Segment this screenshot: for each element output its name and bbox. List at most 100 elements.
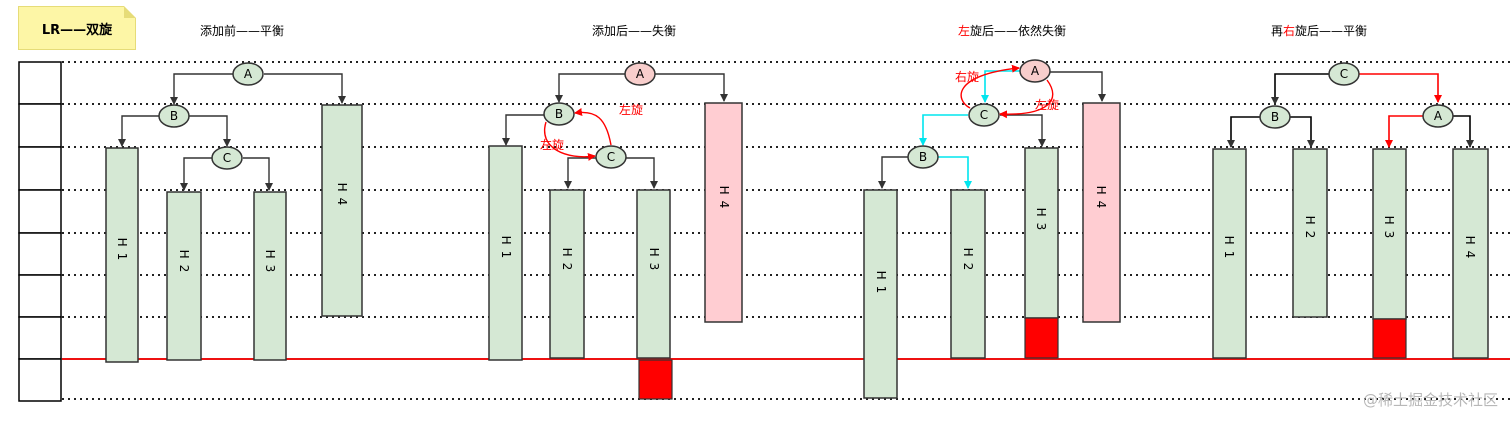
subtree-h2-label: H2 (1303, 216, 1317, 245)
panel-title-after-insert: 添加后——失衡 (592, 24, 677, 38)
node-a (1422, 104, 1454, 128)
edge-a-b (555, 73, 625, 103)
ruler-cell (18, 61, 62, 105)
node-a (232, 62, 264, 86)
edge-c-h2 (180, 157, 212, 191)
node-b-label: B (555, 107, 563, 121)
panel-before: A B C H1 H2 H3 H4 (105, 62, 363, 363)
subtree-h2 (1292, 148, 1328, 318)
subtree-h4-label: H4 (1094, 186, 1108, 215)
edge-a-h4 (1452, 115, 1474, 148)
subtree-h2 (549, 189, 585, 359)
subtree-h3-label: H3 (1382, 216, 1396, 245)
subtree-h4-label: H4 (717, 186, 731, 215)
node-c (1328, 62, 1360, 86)
subtree-h4 (1082, 102, 1121, 323)
panel-after-insert: A B C H1 H2 H3 H4 左旋 左旋 (488, 62, 743, 400)
node-c-label: C (607, 150, 615, 164)
title-note: LR——双旋 (18, 6, 136, 50)
added-node-block (638, 359, 673, 400)
node-a-label: A (636, 67, 645, 81)
edge-c-h2 (564, 157, 597, 189)
subtree-h4-label: H4 (335, 183, 349, 212)
node-b (158, 104, 190, 128)
subtree-h3 (253, 191, 287, 361)
subtree-h1-label: H1 (874, 271, 888, 300)
ruler-cell (18, 232, 62, 276)
panel-title-after-right-rotation: 再右旋后——平衡 (1271, 24, 1368, 38)
edge-c-h3 (1000, 114, 1046, 147)
edge-b-h2 (1289, 116, 1315, 148)
subtree-h3-label: H3 (1034, 208, 1048, 237)
edge-a-b (170, 73, 233, 105)
subtree-h4 (1452, 148, 1489, 359)
subtree-h2-label: H2 (560, 248, 574, 277)
edge-c-b (1271, 73, 1329, 105)
subtree-h2 (950, 189, 986, 359)
right-rotation-arrow (960, 64, 1020, 109)
node-c (211, 146, 243, 170)
subtree-h4 (321, 104, 363, 317)
subtree-h3-label: H3 (647, 248, 661, 277)
panel-after-left-rotation: A C B H1 H2 H3 H4 右旋 左旋 (863, 59, 1121, 399)
note-fold (124, 6, 136, 18)
node-b-label: B (919, 150, 927, 164)
ruler-cell (18, 146, 62, 191)
subtree-h1 (863, 189, 898, 399)
node-c-label: C (223, 151, 231, 165)
left-rotation-label: 左旋 (1035, 97, 1059, 112)
subtree-h1-label: H1 (1222, 236, 1236, 265)
moved-edge-a-h3 (1385, 115, 1423, 148)
subtree-h1 (488, 145, 523, 361)
left-rotation-arrow-up (574, 108, 612, 146)
node-b-label: B (170, 109, 178, 123)
node-a (624, 62, 656, 86)
panel-after-right-rotation: C B A H1 H2 H3 H4 (1212, 62, 1489, 359)
ruler-cell (18, 358, 62, 402)
right-rotation-label: 右旋 (955, 69, 979, 84)
node-c (968, 103, 1000, 127)
ruler-cell (18, 274, 62, 318)
edge-b-h1 (118, 115, 160, 147)
edge-a-h4 (1050, 71, 1106, 102)
height-ruler (18, 61, 62, 402)
subtree-h1 (105, 147, 139, 363)
panel-title-after-left-rotation: 左旋后——依然失衡 (958, 24, 1067, 38)
node-b (543, 102, 575, 126)
left-rotation-arrow-down (543, 121, 596, 161)
node-a-label: A (1434, 109, 1443, 123)
node-c (595, 145, 627, 169)
ruler-cell (18, 316, 62, 360)
edge-b-h1 (878, 156, 908, 189)
ruler-cell (18, 103, 62, 148)
subtree-h4-label: H4 (1463, 236, 1477, 265)
node-b (1259, 105, 1291, 129)
subtree-h2 (166, 191, 202, 361)
edge-c-h3 (243, 157, 273, 191)
node-b (907, 145, 939, 169)
subtree-h2-label: H2 (961, 248, 975, 277)
panel-title-before: 添加前——平衡 (200, 24, 285, 38)
edge-b-h2 (188, 115, 231, 147)
edge-a-h4 (655, 73, 728, 102)
node-c-label: C (980, 108, 988, 122)
edge-c-h3 (626, 157, 658, 189)
added-node-block (1372, 318, 1407, 359)
watermark: @稀土掘金技术社区 (1362, 391, 1498, 409)
moved-edge-c-a (1359, 73, 1442, 103)
ruler-cell (18, 189, 62, 234)
left-rotation-label: 左旋 (619, 102, 643, 117)
moved-edge-c-b (919, 114, 968, 146)
subtree-h3-label: H3 (263, 250, 277, 279)
subtree-h3 (636, 189, 671, 359)
subtree-h2-label: H2 (177, 250, 191, 279)
subtree-h1-label: H1 (499, 236, 513, 265)
title-note-label: LR——双旋 (41, 22, 113, 38)
left-rotation-arrow (999, 79, 1054, 119)
moved-edge-a-c (981, 70, 1020, 103)
node-a-label: A (1031, 64, 1040, 78)
edge-b-h1 (502, 114, 545, 146)
node-c-label: C (1340, 67, 1348, 81)
node-a (1019, 59, 1051, 83)
